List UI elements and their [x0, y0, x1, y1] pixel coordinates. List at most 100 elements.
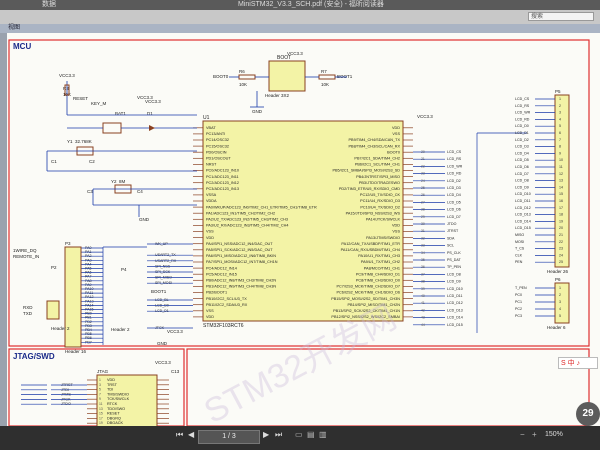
mcu-right-pin-label: PC9/TIM8_CH4/SDIO_D1: [356, 272, 400, 276]
boot1-label-mid: BOOT1: [151, 289, 167, 294]
p2-rxd: RXD: [23, 305, 33, 310]
p5-net-label: LCD_D1: [515, 131, 529, 135]
mcu-right-pin-label: VSS: [392, 230, 400, 234]
p6-pin-number: 2: [559, 293, 561, 297]
side-panel[interactable]: [0, 33, 7, 433]
pin-number: 42: [421, 308, 425, 312]
mcu-left-pin-label: PB0/ADC12_IN8/TIM3_CH3/TIM8_CH2N: [206, 279, 276, 283]
p5-pin-number: 25: [559, 260, 563, 264]
mcu-right-pin-label: PA14/JTCK/SWCLK: [366, 218, 401, 222]
vcc-label-right: VCC3.3: [417, 114, 433, 119]
jtag-pin-label: TDI: [107, 388, 113, 392]
reset-button-label: KEY_M: [91, 101, 107, 106]
tab-view[interactable]: 视图: [8, 25, 21, 31]
p5-net-label: LCD_D7: [515, 172, 529, 176]
mcu-left-pin-label: PC15/OSC32: [206, 144, 229, 148]
right-net-label: SDA: [447, 236, 455, 240]
p6-ref: P6: [555, 277, 561, 282]
p2-ref: P2: [51, 265, 57, 270]
jtag-pin-label: DBGACK: [107, 421, 124, 425]
right-net-label: LCD_D4: [447, 193, 461, 197]
right-net-label: LCD_RD: [447, 172, 462, 176]
p5-pin-number: 22: [559, 240, 563, 244]
zoom-in-icon[interactable]: +: [532, 430, 537, 439]
p4-ref: P4: [121, 267, 127, 272]
pin-number: 44: [421, 323, 425, 327]
next-page-icon[interactable]: ▶: [263, 430, 270, 439]
p5-pin-number: 1: [559, 97, 561, 101]
mcu-right-pin-label: PC12/U5_TX/SDIO_CK: [360, 193, 401, 197]
mcu-right-pin-label: PA15/JTDI/SPI3_NSS/I2S3_WS: [346, 211, 401, 215]
mcu-left-pin-label: VSSA: [206, 193, 217, 197]
bat-vcc: VCC3.3: [145, 99, 161, 104]
first-page-icon[interactable]: ⏮: [176, 430, 184, 439]
p5-pin-number: 8: [559, 145, 561, 149]
mcu-right-pin-label: PA9/U1_TX/TIM1_CH2: [361, 260, 400, 264]
right-net-label: LCD_D10: [447, 287, 463, 291]
mcu-left-pin-label: VBAT: [206, 126, 216, 130]
battery-symbol: [102, 122, 122, 134]
zoom-out-icon[interactable]: −: [520, 430, 525, 439]
pin-number: 22: [421, 164, 425, 168]
mcu-left-pin-label: PB2/BOOT1: [206, 291, 227, 295]
pin-number: 21: [421, 157, 425, 161]
page-number-input[interactable]: 1 / 3: [198, 430, 260, 444]
p6-net-label: PC1: [515, 300, 522, 304]
p5-net-label: LCD_RS: [515, 104, 530, 108]
mcu-section-title: MCU: [13, 42, 31, 51]
search-input[interactable]: 搜索: [528, 12, 594, 21]
p6-pin-number: 4: [559, 307, 561, 311]
jtag-pin-number: 13: [99, 407, 103, 411]
prev-page-icon[interactable]: ◀: [188, 430, 195, 439]
last-page-icon[interactable]: ⏭: [275, 430, 283, 439]
status-bar: ⏮ ◀ 1 / 3 ▶ ⏭ ▭ ▤ ▥ 150% − +: [0, 426, 600, 450]
right-net-label: LCD_D12: [447, 301, 463, 305]
mcu-left-pin-label: VDD: [206, 315, 214, 319]
jtag-ref: JTAG: [97, 369, 109, 374]
mcu-right-pin-label: PC6/I2S2_MCK/TIM8_CH1/SDIO_D6: [336, 291, 400, 295]
jtag-pin-number: 1: [99, 378, 101, 382]
right-net-label: LCD_RS: [447, 157, 462, 161]
ime-toolbar[interactable]: S 中 ♪: [558, 357, 598, 369]
pin-number: 26: [421, 193, 425, 197]
p5-pin-number: 5: [559, 124, 561, 128]
reset-vcc: VCC3.3: [59, 73, 75, 78]
toolbar: 搜索: [0, 10, 600, 25]
p5-net-label: LCD_D0: [515, 124, 529, 128]
jtag-frame: [8, 348, 185, 426]
mcu-chip-part: STM32F103RCT6: [203, 323, 244, 329]
y2-ref: Y2: [111, 179, 117, 184]
p6-header-body: [554, 282, 570, 324]
jtag-vcc: VCC3.3: [155, 360, 171, 365]
single-page-icon[interactable]: ▭: [295, 430, 303, 439]
pin-number: 23: [421, 172, 425, 176]
c1-ref: C1: [51, 159, 57, 164]
p5-net-label: LCD_D6: [515, 165, 529, 169]
r6-value: 10K: [239, 82, 247, 87]
continuous-page-icon[interactable]: ▤: [307, 430, 315, 439]
mcu-left-pin-label: VDD: [206, 236, 214, 240]
pin-number: 40: [421, 294, 425, 298]
window-menu-label[interactable]: 数据: [42, 1, 56, 8]
mcu-right-pin-label: PB9/TIM4_CH4/SDA/CAN_TX: [349, 138, 401, 142]
pin-number: 30: [421, 222, 425, 226]
p5-pin-number: 24: [559, 253, 563, 257]
mcu-right-pin-label: PD2/TIM3_ETR/U5_RX/SDIO_CMD: [339, 187, 400, 191]
mcu-right-pin-label: PB15/SPI2_MOSI/I2S2_SD/TIM1_CH3N: [331, 297, 400, 301]
p5-net-label: LCD_CS: [515, 97, 530, 101]
mcu-right-pin-label: PA13/JTMS/SWDIO: [366, 236, 400, 240]
r3-resistor: [64, 84, 70, 96]
c4-ref: C4: [137, 189, 143, 194]
two-page-icon[interactable]: ▥: [319, 430, 327, 439]
mcu-right-pin-label: PB3/JTDO/TRACESWO: [359, 181, 400, 185]
clock-badge: 29: [576, 402, 600, 426]
r7-ref: R7: [321, 69, 327, 74]
mcu-left-pin-label: PC14/OSC32: [206, 138, 229, 142]
p5-pin-number: 3: [559, 111, 561, 115]
zoom-level[interactable]: 150%: [545, 431, 563, 438]
mcu-right-pins: VDDVSSPB9/TIM4_CH4/SDA/CAN_TXPB8/TIM4_CH…: [331, 126, 413, 319]
right-net-labels: LCD_CS20LCD_RS21LCD_WR22LCD_RD23LCD_D224…: [413, 132, 527, 333]
p5-net-label: LCD_D15: [515, 226, 531, 230]
